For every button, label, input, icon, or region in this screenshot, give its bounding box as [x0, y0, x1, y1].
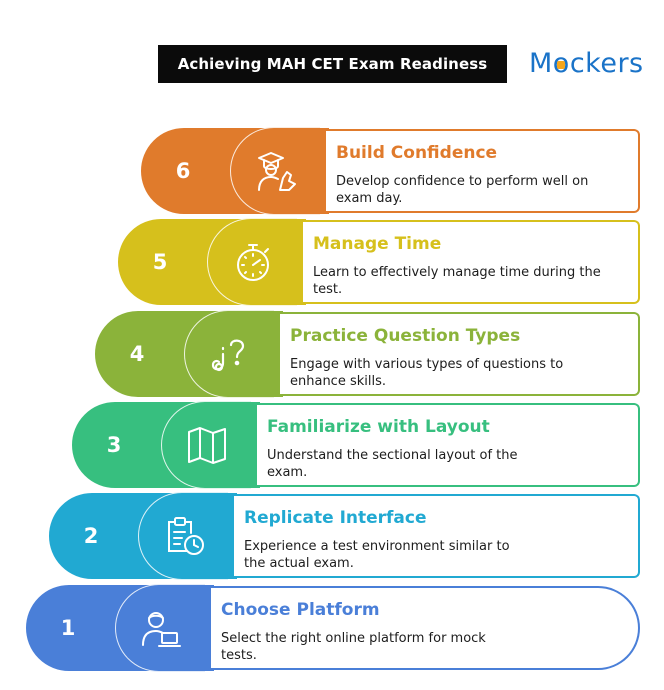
graduate-confidence-icon	[257, 152, 296, 191]
step-card: Manage Time Learn to effectively manage …	[303, 220, 640, 304]
step-description: Select the right online platform for moc…	[221, 631, 486, 663]
step-number: 4	[129, 342, 145, 366]
step-title: Manage Time	[313, 234, 442, 254]
step-description: Learn to effectively manage time during …	[313, 265, 601, 297]
step-3: 3 Familiarize with Layout Understand the…	[71, 401, 640, 489]
clipboard-clock-icon	[167, 517, 204, 555]
step-title: Build Confidence	[336, 143, 498, 163]
step-6: 6 Build Confidence Develop confidence to…	[140, 127, 640, 215]
step-number: 5	[152, 250, 168, 274]
step-description: Develop confidence to perform well on ex…	[336, 174, 589, 206]
step-card: Replicate Interface Experience a test en…	[234, 494, 640, 578]
step-icon-zone	[115, 584, 205, 672]
step-icon-zone	[184, 310, 274, 398]
step-title: Choose Platform	[221, 600, 380, 620]
step-card: Build Confidence Develop confidence to p…	[326, 129, 640, 213]
step-title: Replicate Interface	[244, 508, 427, 528]
question-marks-icon	[211, 339, 244, 372]
step-description: Understand the sectional layout of the e…	[267, 448, 518, 480]
step-2: 2 Replicate Interface Experience a test …	[48, 492, 640, 580]
step-title: Familiarize with Layout	[267, 417, 490, 437]
step-icon-zone	[161, 401, 251, 489]
user-laptop-icon	[141, 612, 181, 647]
step-number: 3	[106, 433, 122, 457]
logo-o: o	[553, 48, 570, 79]
step-number: 1	[60, 616, 76, 640]
step-description: Experience a test environment similar to…	[244, 539, 510, 571]
step-icon-zone	[207, 218, 297, 306]
logo-text-start: M	[529, 47, 553, 79]
step-description: Engage with various types of questions t…	[290, 357, 564, 389]
logo-mark-icon	[557, 61, 566, 70]
stopwatch-icon	[236, 244, 269, 281]
page-title: Achieving MAH CET Exam Readiness	[158, 45, 507, 83]
step-card: Practice Question Types Engage with vari…	[280, 312, 640, 396]
step-icon-zone	[138, 492, 228, 580]
step-title: Practice Question Types	[290, 326, 521, 346]
step-5: 5 Manage Time Learn to effectively manag…	[117, 218, 640, 306]
step-card: Choose Platform Select the right online …	[211, 586, 640, 670]
step-icon-zone	[230, 127, 320, 215]
map-icon	[187, 427, 226, 464]
step-card: Familiarize with Layout Understand the s…	[257, 403, 640, 487]
logo-text-end: ckers	[569, 47, 644, 79]
step-4: 4 Practice Question Types Engage with va…	[94, 310, 640, 398]
step-1: 1 Choose Platform Select the right onlin…	[25, 584, 640, 672]
step-number: 6	[175, 159, 191, 183]
step-number: 2	[83, 524, 99, 548]
mockers-logo: Mockers	[529, 43, 644, 83]
